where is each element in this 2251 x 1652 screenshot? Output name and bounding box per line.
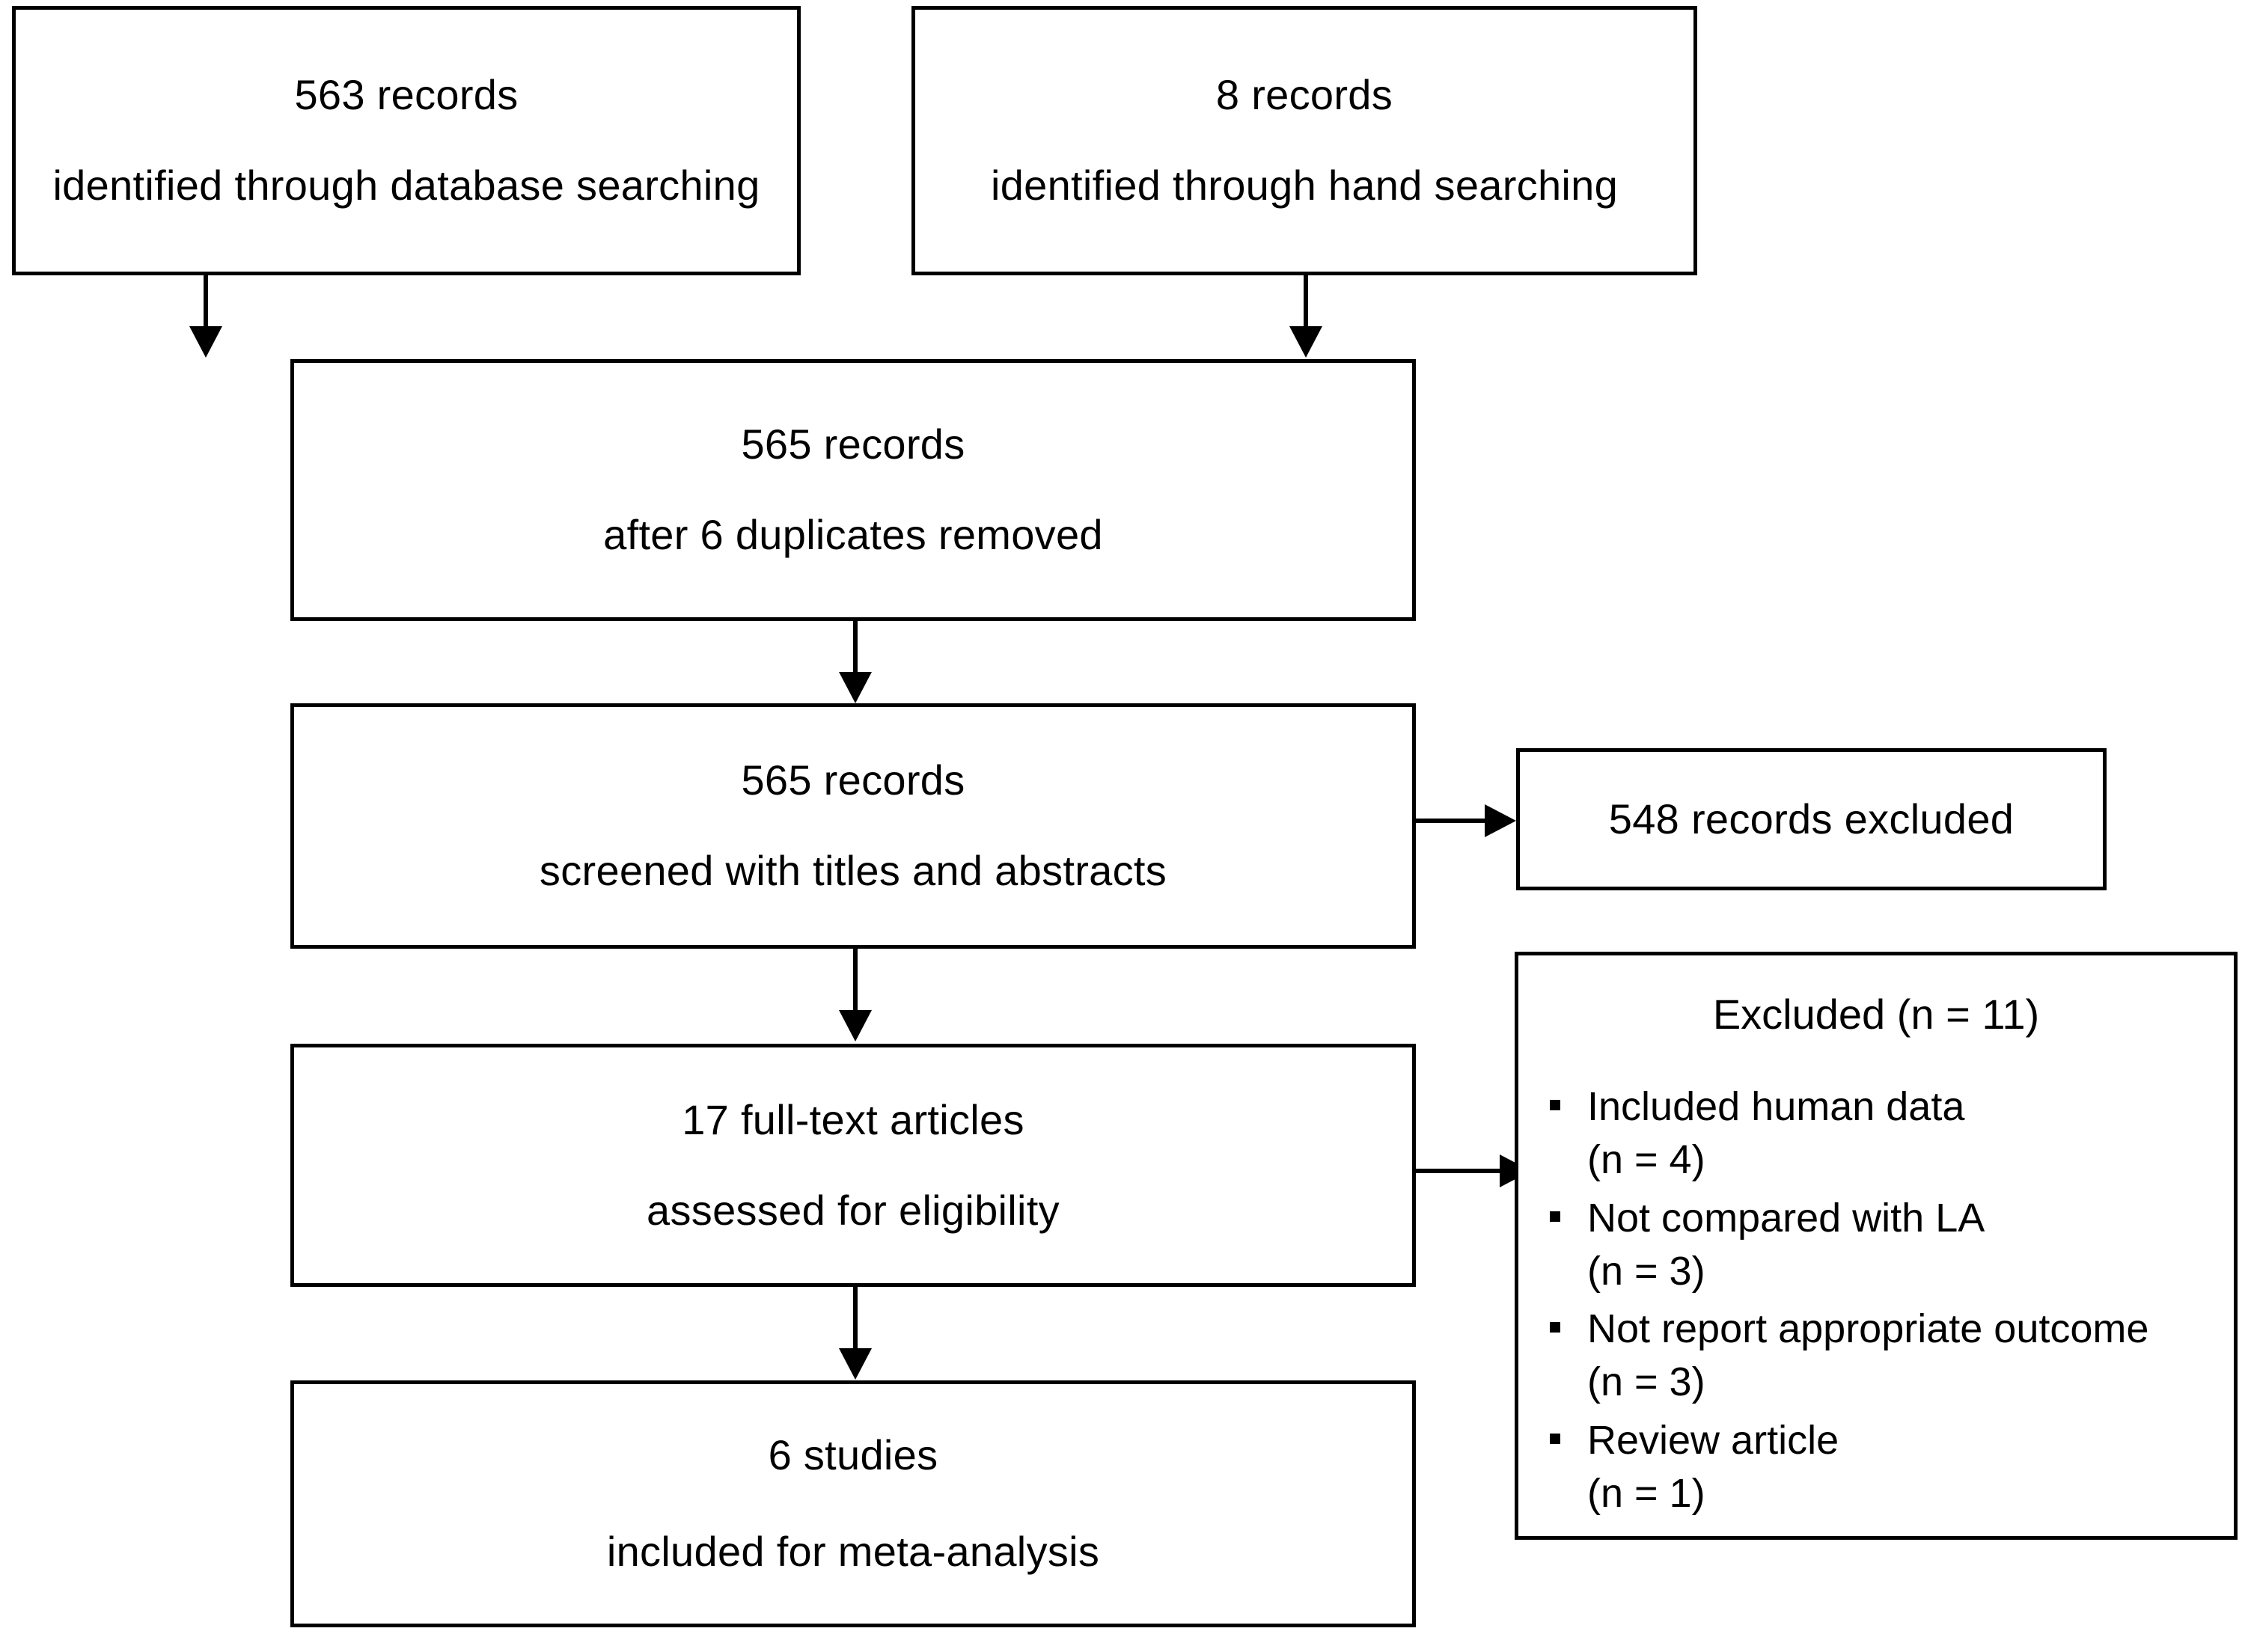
- reason-count: (n = 3): [1587, 1359, 1705, 1405]
- list-item: Included human data (n = 4): [1545, 1080, 2234, 1187]
- bullet-icon: [1550, 1322, 1560, 1333]
- connector-fulltext-to-reasons-line: [1416, 1169, 1503, 1173]
- node-records-excluded: 548 records excluded: [1516, 748, 2107, 890]
- connector-fulltext-to-included-line: [853, 1287, 858, 1350]
- database-search-count: 563 records: [294, 71, 519, 119]
- node-after-duplicates: 565 records after 6 duplicates removed: [290, 359, 1416, 621]
- after-duplicates-count: 565 records: [741, 420, 965, 468]
- reason-label: Included human data: [1587, 1084, 1965, 1129]
- list-item: Not compared with LA (n = 3): [1545, 1192, 2234, 1299]
- connector-fulltext-to-included-arrow: [839, 1348, 872, 1380]
- full-text-description: assessed for eligibility: [647, 1186, 1060, 1234]
- connector-screened-to-fulltext-line: [853, 949, 858, 1012]
- reason-label: Not compared with LA: [1587, 1195, 1985, 1240]
- bullet-icon: [1550, 1433, 1560, 1444]
- screened-count: 565 records: [741, 756, 965, 804]
- connector-screened-to-fulltext-arrow: [839, 1010, 872, 1041]
- node-full-text: 17 full-text articles assessed for eligi…: [290, 1044, 1416, 1287]
- full-text-count: 17 full-text articles: [682, 1095, 1024, 1143]
- hand-search-description: identified through hand searching: [990, 162, 1619, 209]
- connector-database-to-duplicates-arrow: [189, 326, 222, 358]
- after-duplicates-description: after 6 duplicates removed: [603, 511, 1103, 558]
- connector-hand-to-duplicates-line: [1304, 275, 1308, 329]
- connector-screened-to-excluded-line: [1416, 819, 1488, 823]
- included-count: 6 studies: [768, 1431, 938, 1479]
- reason-label: Not report appropriate outcome: [1587, 1306, 2149, 1352]
- records-excluded-label: 548 records excluded: [1608, 795, 2015, 842]
- node-excluded-reasons: Excluded (n = 11) Included human data (n…: [1515, 952, 2238, 1540]
- connector-duplicates-to-screened-line: [853, 621, 858, 675]
- node-included: 6 studies included for meta-analysis: [290, 1380, 1416, 1627]
- connector-duplicates-to-screened-arrow: [839, 672, 872, 703]
- node-hand-search: 8 records identified through hand search…: [911, 6, 1697, 275]
- reason-count: (n = 3): [1587, 1248, 1705, 1294]
- reason-label: Review article: [1587, 1417, 1839, 1463]
- list-item: Review article (n = 1): [1545, 1414, 2234, 1521]
- database-search-description: identified through database searching: [52, 162, 760, 209]
- reason-count: (n = 4): [1587, 1137, 1705, 1183]
- node-screened: 565 records screened with titles and abs…: [290, 703, 1416, 949]
- bullet-icon: [1550, 1100, 1560, 1110]
- screened-description: screened with titles and abstracts: [539, 847, 1167, 894]
- hand-search-count: 8 records: [1215, 71, 1393, 119]
- connector-hand-to-duplicates-arrow: [1289, 326, 1322, 358]
- bullet-icon: [1550, 1211, 1560, 1222]
- connector-database-to-duplicates-line: [204, 275, 208, 329]
- node-database-search: 563 records identified through database …: [12, 6, 801, 275]
- connector-screened-to-excluded-arrow: [1485, 804, 1516, 837]
- excluded-reasons-title: Excluded (n = 11): [1712, 991, 2040, 1038]
- reason-count: (n = 1): [1587, 1470, 1705, 1516]
- included-description: included for meta-analysis: [606, 1528, 1100, 1575]
- list-item: Not report appropriate outcome (n = 3): [1545, 1303, 2234, 1410]
- excluded-reasons-list: Included human data (n = 4) Not compared…: [1518, 1080, 2234, 1520]
